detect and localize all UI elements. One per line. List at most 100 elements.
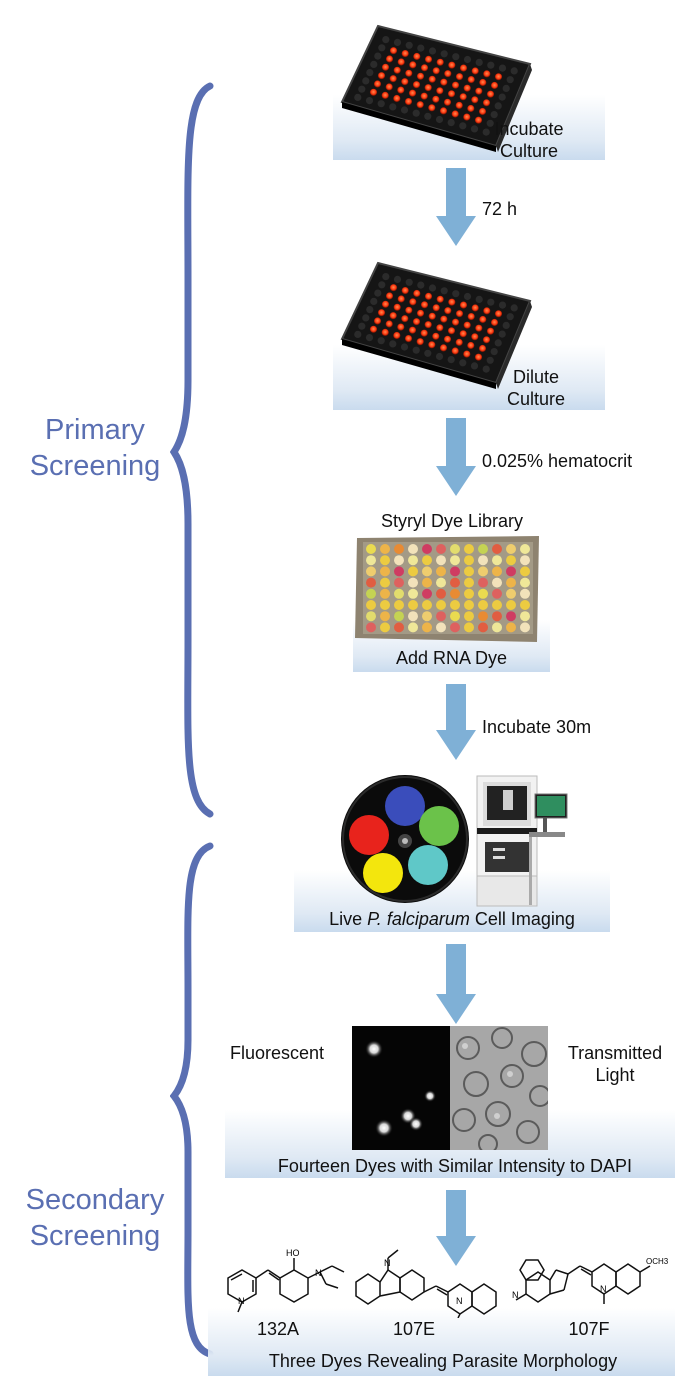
- well: [408, 89, 417, 97]
- dye-well: [520, 577, 530, 588]
- well: [455, 310, 464, 318]
- svg-text:N: N: [315, 1268, 322, 1278]
- well: [455, 73, 464, 81]
- well: [440, 315, 448, 323]
- dye-well: [366, 622, 376, 633]
- dye-well: [366, 600, 376, 610]
- dye-well: [478, 588, 488, 599]
- time-72h-label: 72 h: [482, 199, 518, 219]
- well: [490, 318, 499, 327]
- well: [428, 284, 437, 292]
- dye-well: [492, 622, 502, 633]
- svg-text:N: N: [456, 1296, 463, 1306]
- well: [412, 346, 420, 354]
- well: [487, 61, 495, 69]
- well: [366, 69, 374, 77]
- dye-well: [394, 622, 404, 633]
- well: [463, 350, 471, 358]
- dye-well: [408, 611, 418, 622]
- well: [471, 304, 479, 312]
- dye-well: [450, 555, 460, 566]
- well: [435, 115, 444, 124]
- well: [389, 47, 398, 55]
- dye-well: [464, 622, 474, 633]
- dye-well: [422, 555, 432, 566]
- imaging-label: Live P. falciparum Cell Imaging: [329, 909, 575, 929]
- well: [494, 339, 502, 347]
- well: [440, 78, 448, 86]
- dye-well: [464, 544, 474, 554]
- well: [470, 362, 479, 370]
- well: [463, 84, 471, 92]
- well: [486, 119, 494, 127]
- well: [443, 98, 452, 106]
- well: [397, 86, 405, 94]
- well: [424, 55, 433, 64]
- svg-text:N: N: [384, 1258, 391, 1268]
- well: [463, 113, 471, 121]
- chemical-structure-icon: N N: [355, 1249, 497, 1318]
- well: [494, 102, 502, 110]
- well: [374, 289, 382, 297]
- well: [370, 60, 378, 68]
- dye-well: [408, 544, 418, 554]
- well: [467, 313, 475, 321]
- dye-well: [436, 622, 446, 633]
- well: [373, 80, 382, 88]
- dye-well: [506, 544, 516, 554]
- well: [404, 335, 413, 343]
- incubate-30m-label: Incubate 30m: [482, 717, 592, 737]
- three-dyes-label: Three Dyes Revealing Parasite Morphology: [268, 1351, 618, 1371]
- well: [451, 110, 459, 118]
- well: [377, 100, 385, 108]
- well: [436, 295, 444, 303]
- down-arrow-icon: [436, 418, 476, 496]
- dye-well: [394, 577, 404, 588]
- well: [397, 323, 405, 331]
- dye-well: [380, 566, 390, 577]
- well: [428, 341, 436, 349]
- well: [478, 107, 487, 116]
- dye-well: [464, 555, 474, 566]
- dye-well: [520, 555, 530, 566]
- well: [494, 73, 503, 81]
- dye-well: [408, 566, 418, 577]
- dye-well: [436, 600, 446, 610]
- dye-well: [366, 566, 376, 577]
- well: [459, 330, 467, 338]
- well: [494, 310, 503, 318]
- dye-well: [478, 577, 488, 588]
- well: [413, 289, 421, 298]
- well: [475, 295, 483, 303]
- well: [393, 303, 401, 311]
- three-dyes-band: [208, 1308, 675, 1376]
- dye-well: [520, 622, 530, 633]
- well: [448, 61, 456, 69]
- fourteen-dyes-label: Fourteen Dyes with Similar Intensity to …: [277, 1156, 633, 1176]
- well: [373, 317, 382, 325]
- well: [405, 306, 413, 314]
- well: [463, 55, 472, 64]
- well: [377, 72, 386, 80]
- micrograph-icon: [352, 1026, 548, 1150]
- well: [428, 75, 436, 83]
- dye-well: [422, 566, 432, 577]
- well: [377, 337, 385, 345]
- dye-well: [408, 555, 418, 566]
- dye-well: [394, 566, 404, 577]
- well: [482, 365, 490, 373]
- down-arrow-icon: [436, 944, 476, 1024]
- dye-well: [366, 588, 376, 599]
- well: [381, 328, 389, 336]
- well: [393, 331, 401, 340]
- well: [440, 287, 448, 295]
- dye-well: [408, 577, 418, 588]
- well: [393, 275, 402, 283]
- well: [432, 67, 440, 75]
- well: [424, 321, 432, 329]
- well: [385, 320, 393, 328]
- well: [447, 119, 455, 127]
- dye-well: [506, 566, 516, 577]
- dye-well: [366, 611, 376, 622]
